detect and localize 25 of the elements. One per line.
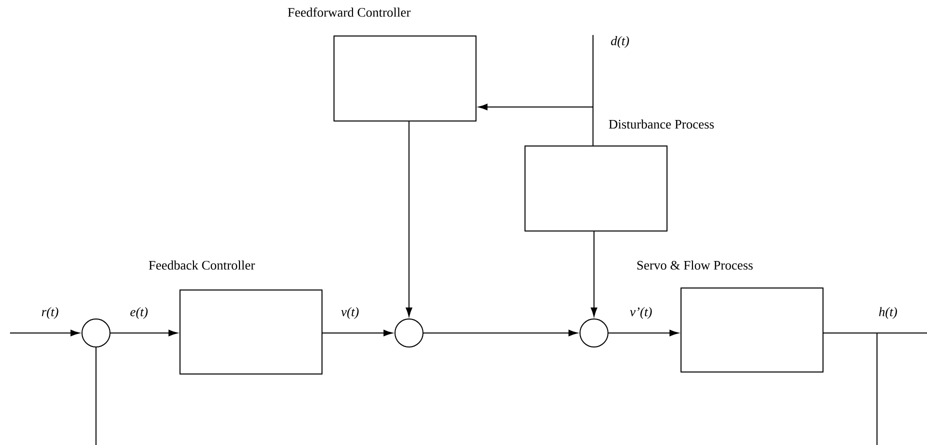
signal-label: h(t) <box>879 307 897 319</box>
signal-line <box>406 121 412 317</box>
node-label: Servo & Flow Process <box>637 260 753 270</box>
signal-line <box>478 34 594 110</box>
signal-line <box>10 330 80 336</box>
node-label: Feedforward Controller <box>288 7 410 17</box>
summing-junction <box>394 318 424 348</box>
node-label: Feedback Controller <box>148 260 255 270</box>
summing-junction <box>82 318 110 348</box>
signal-line <box>423 330 578 336</box>
signal-label: d(t) <box>611 36 629 48</box>
summing-junction <box>580 318 608 348</box>
signal-label: v’(t) <box>630 307 652 319</box>
block-box: Feedforward Controller <box>288 8 476 122</box>
block-box: Feedback Controller <box>148 260 322 374</box>
block-box: Disturbance Process <box>524 120 714 232</box>
signal-line <box>823 332 878 445</box>
signal-line <box>110 330 178 336</box>
signal-label: e(t) <box>130 307 148 319</box>
signal-line <box>322 330 393 336</box>
signal-label: v(t) <box>341 307 359 319</box>
node-label: Disturbance Process <box>608 120 714 129</box>
signal-label: r(t) <box>42 307 58 319</box>
signal-line <box>608 330 679 336</box>
signal-line <box>590 231 598 317</box>
